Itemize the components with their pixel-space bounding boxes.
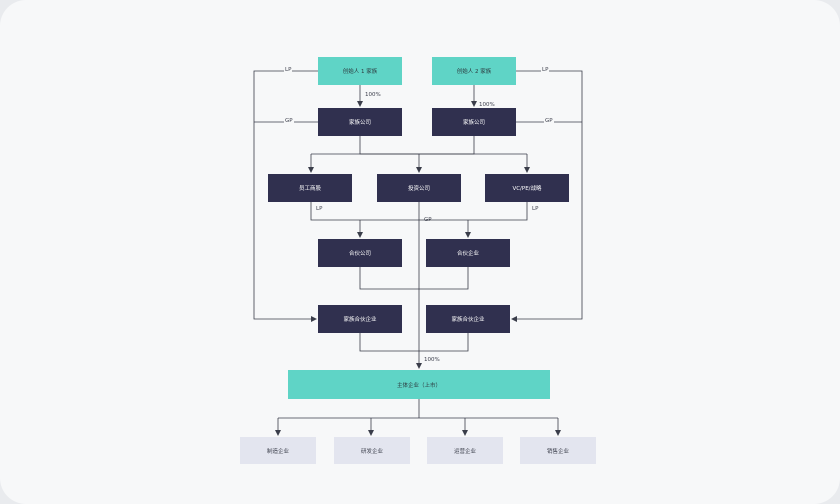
family-company-1-node[interactable]: 家族公司 — [318, 108, 402, 136]
edge-label-gp-right: GP — [544, 118, 554, 125]
edge-label-gp-investment: GP — [424, 217, 432, 223]
subsidiary-operations-node[interactable]: 运营企业 — [427, 437, 503, 464]
edge-label-pct-founder1: 100% — [365, 92, 381, 98]
partnership-enterprise-node[interactable]: 合伙企业 — [426, 239, 510, 267]
edge-label-pct-main: 100% — [424, 357, 440, 363]
edge-label-lp-vc: LP — [532, 206, 539, 212]
subsidiary-rd-node[interactable]: 研发企业 — [334, 437, 410, 464]
founder-1-family-node[interactable]: 创始人 1 家族 — [318, 57, 402, 85]
founder-2-family-node[interactable]: 创始人 2 家族 — [432, 57, 516, 85]
vc-pe-strategic-node[interactable]: VC/PE/战略 — [485, 174, 569, 202]
main-listed-entity-node[interactable]: 主体企业（上市） — [288, 370, 550, 399]
family-company-2-node[interactable]: 家族公司 — [432, 108, 516, 136]
subsidiary-sales-node[interactable]: 销售企业 — [520, 437, 596, 464]
edge-label-gp-left: GP — [284, 118, 294, 125]
employee-holding-node[interactable]: 员工商股 — [268, 174, 352, 202]
partnership-company-node[interactable]: 合伙公司 — [318, 239, 402, 267]
edge-label-pct-founder2: 100% — [479, 102, 495, 108]
family-partnership-2-node[interactable]: 家族合伙企业 — [426, 305, 510, 333]
investment-company-node[interactable]: 投资公司 — [377, 174, 461, 202]
edge-label-lp-right: LP — [541, 67, 550, 74]
family-partnership-1-node[interactable]: 家族合伙企业 — [318, 305, 402, 333]
edge-label-lp-left: LP — [284, 67, 293, 74]
subsidiary-manufacturing-node[interactable]: 制造企业 — [240, 437, 316, 464]
edge-label-lp-employee: LP — [316, 206, 323, 212]
